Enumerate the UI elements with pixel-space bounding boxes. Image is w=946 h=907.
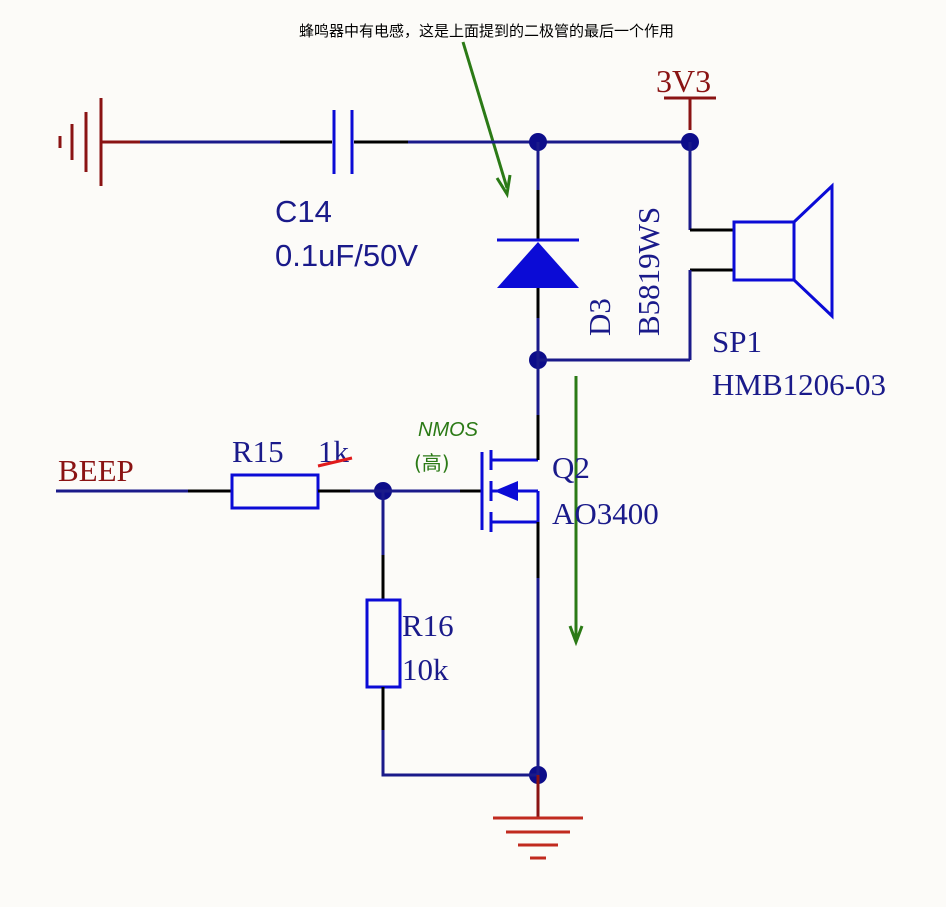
nmos-handwritten-label: NMOS <box>418 419 479 441</box>
power-3v3-label: 3V3 <box>656 63 711 99</box>
annotation-arrow-current <box>568 376 584 647</box>
r15-ref: R15 <box>232 434 284 469</box>
capacitor-c14-symbol <box>332 110 354 174</box>
r16-ref: R16 <box>402 608 454 643</box>
c14-ref: C14 <box>275 194 332 229</box>
annotation-arrow-diode <box>461 41 512 199</box>
annotation-note: 蜂鸣器中有电感，这是上面提到的二极管的最后一个作用 <box>299 22 674 40</box>
left-ground-symbol <box>58 98 140 186</box>
beep-net-label: BEEP <box>58 453 134 488</box>
resistor-r16-symbol <box>365 598 402 689</box>
r16-value: 10k <box>402 652 449 687</box>
d3-value: B5819WS <box>631 207 666 336</box>
d3-ref: D3 <box>582 298 617 336</box>
nmos-handwritten-sub: (高) <box>414 451 450 475</box>
speaker-sp1-symbol <box>732 182 834 320</box>
bottom-ground-symbol <box>493 775 583 860</box>
sp1-value: HMB1206-03 <box>712 367 886 402</box>
c14-value: 0.1uF/50V <box>275 238 418 273</box>
q2-value: AO3400 <box>552 496 659 531</box>
q2-ref: Q2 <box>552 450 590 485</box>
power-3v3-symbol <box>664 96 716 130</box>
mosfet-q2-symbol <box>480 450 540 532</box>
sp1-ref: SP1 <box>712 324 762 359</box>
resistor-r15-symbol <box>230 473 320 510</box>
r15-value-underline-mark <box>317 456 353 468</box>
diode-d3-symbol <box>497 238 579 288</box>
wire-r16-ground <box>381 730 538 777</box>
